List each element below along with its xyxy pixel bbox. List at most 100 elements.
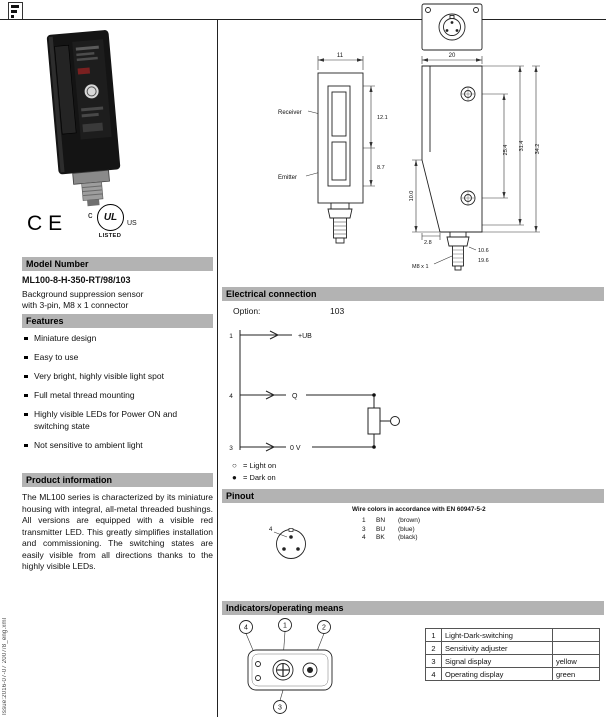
list-item: Not sensitive to ambient light [24,439,210,451]
indicator-value [552,628,600,642]
wire-code: BN [376,517,386,524]
dim-front-width: 11 [337,53,344,59]
table-row: 3 Signal display yellow [425,654,600,668]
dim-side-width: 20 [449,53,456,59]
indicator-label: Signal display [441,654,553,668]
feature-text: Full metal thread mounting [34,390,135,400]
dim-side-4: 10.0 [409,191,415,202]
receiver-label: Receiver [278,110,302,116]
callout-number: 3 [278,705,282,712]
logo-shape [11,5,19,8]
section-header-features: Features [22,314,213,328]
wire-color: (black) [398,534,418,541]
wire-pin: 3 [362,525,366,533]
section-header-indicators: Indicators/operating means [222,601,604,615]
bullet-icon [24,351,34,363]
ul-listed-label: LISTED [98,233,122,239]
emitter-label: Emitter [278,175,297,181]
logo-shape [11,10,17,13]
feature-text: Not sensitive to ambient light [34,440,143,450]
bullet-icon [24,408,34,432]
circuit-diagram: 1 +UB 4 Q 3 0 V [229,330,400,452]
legend-text: = Light on [243,460,277,470]
wire-colors-note: Wire colors in accordance with EN 60947-… [352,506,486,513]
table-row: 4 Operating display green [425,667,600,681]
legend-row: ● = Dark on [232,471,276,483]
list-item: Full metal thread mounting [24,389,210,401]
callout-number: 2 [322,625,326,632]
bullet-icon [24,370,34,382]
wire-color: (brown) [398,517,421,524]
indicator-value: green [552,667,600,681]
wire-color: (blue) [398,525,415,533]
product-photo [46,30,121,207]
section-header-pinout: Pinout [222,489,604,503]
dimension-drawing-front: 11 Receiver Emitter 12.1 8.7 [278,53,388,244]
model-description-2: with 3-pin, M8 x 1 connector [22,300,129,310]
section-header-electrical: Electrical connection [222,287,604,301]
callout-number: 1 [283,623,287,630]
dim-side-6: 10.6 [478,248,489,254]
ul-c-label: c [88,210,93,220]
section-header-product-info: Product information [22,473,213,487]
dim-side-3: 34.2 [535,144,541,155]
pin-label: +UB [298,333,312,340]
pinout-connector-diagram: 4 [269,527,306,559]
indicator-value: yellow [552,654,600,668]
list-item: Very bright, highly visible light spot [24,370,210,382]
section-header-model-number: Model Number [22,257,213,271]
list-item: Highly visible LEDs for Power ON and swi… [24,408,210,432]
dim-front-2: 8.7 [377,165,385,171]
product-info-text: The ML100 series is characterized by its… [22,492,213,571]
pin-label: Q [292,393,298,400]
connector-pin-label: 4 [269,527,273,533]
pin-number: 4 [229,393,233,400]
wire-colors-table: 1 BN (brown) 3 BU (blue) 4 BK (black) [362,517,420,543]
model-description-1: Background suppression sensor [22,289,144,299]
logo-shape [11,15,14,18]
ul-us-label: US [127,220,137,227]
bullet-icon [24,389,34,401]
thread-label: M8 x 1 [412,264,429,270]
option-value: 103 [330,306,345,316]
list-item: Miniature design [24,332,210,344]
wire-pin: 1 [362,517,366,524]
issue-note: Issue:2016-07-07 2007/8_eng.xml [2,617,8,715]
dim-side-2: 31.4 [519,141,525,152]
feature-text: Very bright, highly visible light spot [34,371,164,381]
indicators-diagram: 4 1 2 3 [239,618,333,714]
indicator-value [552,641,600,655]
dim-side-5: 2.8 [424,240,432,246]
indicator-num: 3 [425,654,442,668]
wire-pin: 4 [362,534,366,541]
table-row: 3 BU (blue) [362,526,420,535]
pin-number: 3 [229,445,233,452]
list-item: Easy to use [24,351,210,363]
bullet-icon [24,332,34,344]
indicator-label: Operating display [441,667,553,681]
dark-on-icon: ● [232,472,237,482]
indicator-num: 1 [425,628,442,642]
light-on-icon: ○ [232,460,237,470]
callout-number: 4 [244,625,248,632]
table-row: 1 Light-Dark-switching [425,628,600,642]
table-row: 4 BK (black) [362,534,420,543]
circuit-legend: ○ = Light on ● = Dark on [232,459,276,483]
features-list: Miniature design Easy to use Very bright… [24,332,210,451]
pin-number: 1 [229,333,233,340]
model-number: ML100-8-H-350-RT/98/103 [22,275,131,285]
pin-label: 0 V [290,445,301,452]
wire-code: BK [376,534,385,541]
table-row: 2 Sensitivity adjuster [425,641,600,655]
indicators-table: 1 Light-Dark-switching 2 Sensitivity adj… [425,628,600,681]
feature-text: Highly visible LEDs for Power ON and swi… [34,409,178,431]
legend-text: = Dark on [243,472,276,482]
indicator-num: 2 [425,641,442,655]
ce-mark: CE [27,212,69,235]
column-divider [217,19,218,717]
indicator-label: Light-Dark-switching [441,628,553,642]
dim-front-1: 12.1 [377,115,388,121]
wire-code: BU [376,525,386,533]
option-label: Option: [233,306,261,316]
